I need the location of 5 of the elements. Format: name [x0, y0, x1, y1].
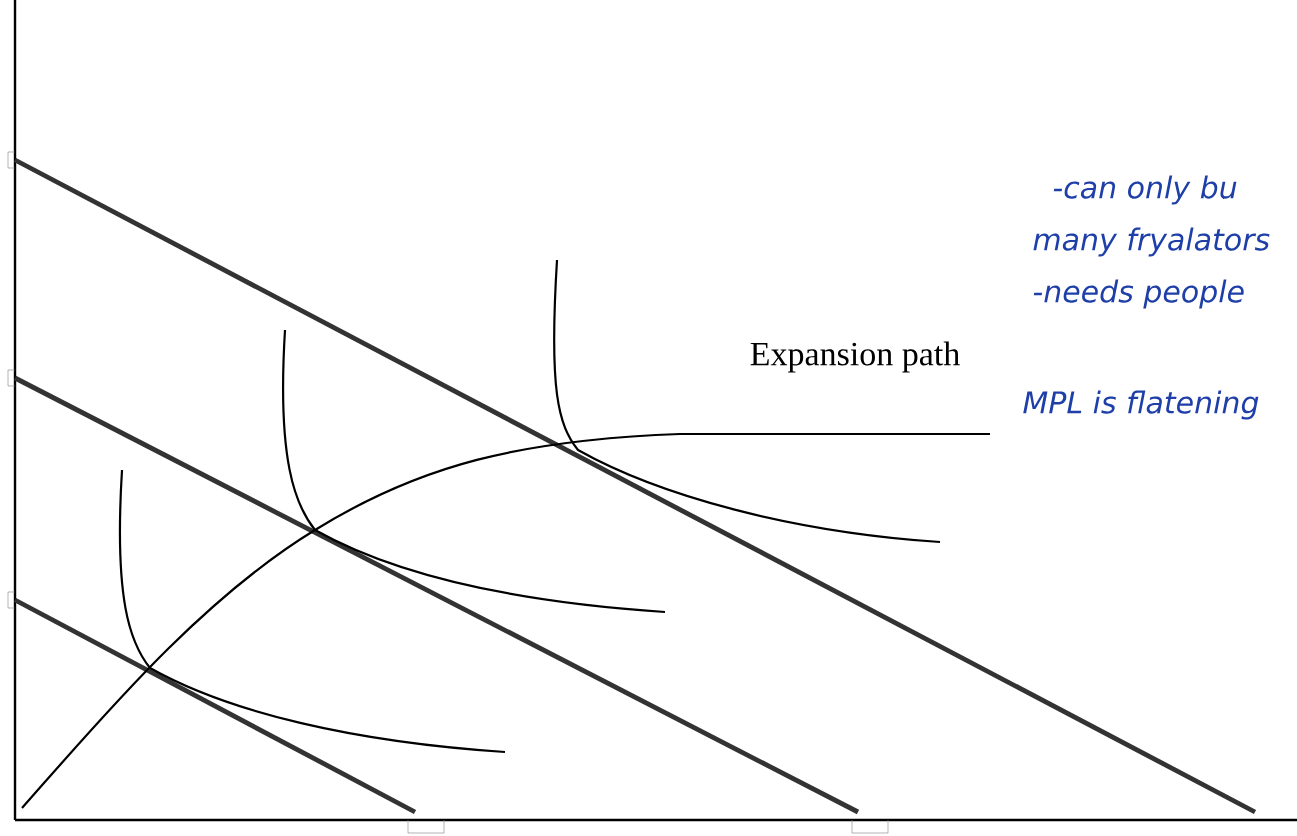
handwritten-note: -can only bu: [1053, 175, 1237, 205]
handwritten-note: -needs people: [1033, 279, 1244, 309]
handwritten-note: many fryalators: [1033, 227, 1270, 257]
curve-label: Expansion path: [747, 339, 963, 375]
handwritten-note: MPL is flatening: [1023, 390, 1259, 420]
